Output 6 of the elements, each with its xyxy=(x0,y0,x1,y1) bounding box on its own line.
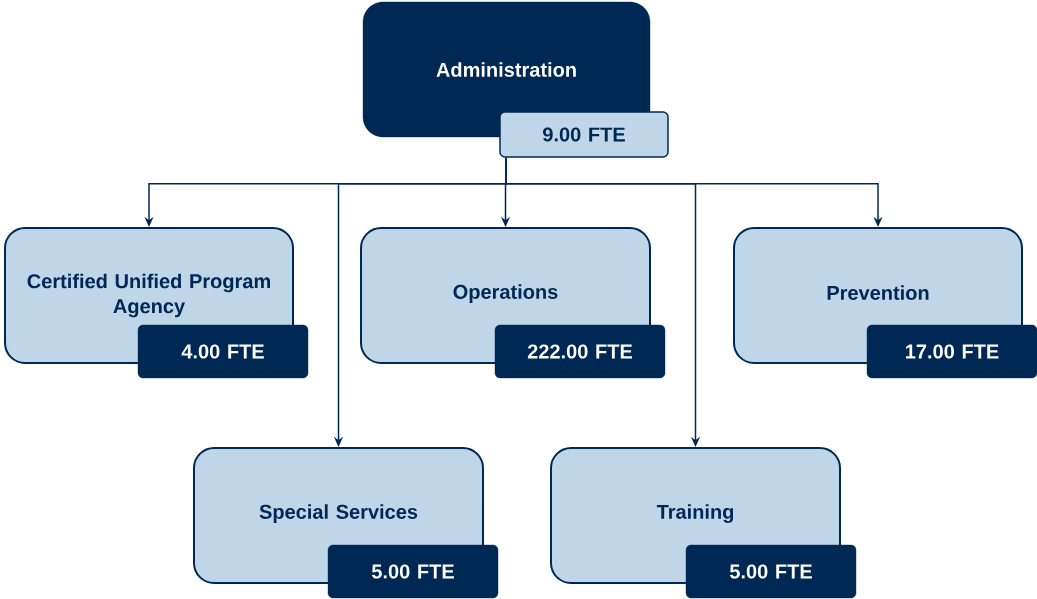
fte-badge: 17.00 FTE xyxy=(866,324,1037,379)
fte-badge: 5.00 FTE xyxy=(327,544,499,599)
fte-badge: 4.00 FTE xyxy=(137,324,309,379)
fte-badge: 5.00 FTE xyxy=(685,544,857,599)
fte-badge: 9.00 FTE xyxy=(499,111,669,158)
fte-badge: 222.00 FTE xyxy=(494,324,666,379)
